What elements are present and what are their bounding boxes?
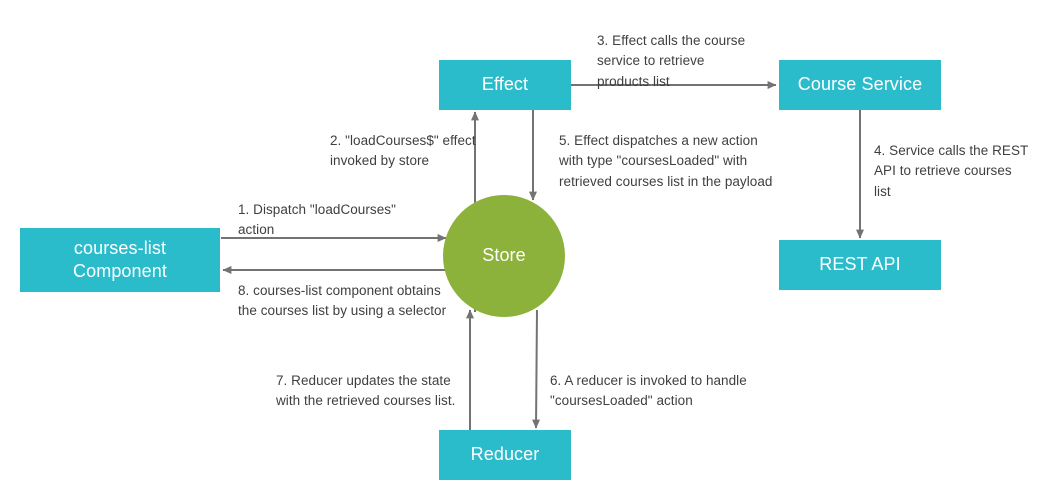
node-label: REST API: [819, 254, 901, 275]
edge-label-7-reducer-updates-state: 7. Reducer updates the state with the re…: [276, 373, 456, 409]
connector-reducer-invoked: [532, 309, 541, 429]
node-reducer[interactable]: Reducer: [439, 430, 571, 480]
node-courses-list-component[interactable]: courses-list Component: [20, 228, 220, 292]
node-label: Store: [482, 245, 526, 266]
node-course-service[interactable]: Course Service: [779, 60, 941, 110]
edge-label-3-effect-calls-service: 3. Effect calls the course service to re…: [597, 33, 746, 89]
node-label: courses-list Component: [73, 237, 167, 281]
edge-label-4-service-calls-rest: 4. Service calls the REST API to retriev…: [874, 143, 1029, 199]
edge-label-1-dispatch-loadcourses: 1. Dispatch "loadCourses" action: [238, 202, 396, 238]
edge-label-8-component-obtains-list: 8. courses-list component obtains the co…: [238, 283, 447, 319]
node-rest-api[interactable]: REST API: [779, 240, 941, 290]
node-label: Effect: [481, 74, 529, 95]
node-label: Reducer: [470, 444, 540, 465]
edge-label-5-effect-dispatches: 5. Effect dispatches a new action with t…: [559, 133, 773, 189]
node-label: Course Service: [797, 74, 923, 95]
node-effect[interactable]: Effect: [439, 60, 571, 110]
node-store[interactable]: Store: [443, 195, 565, 317]
edge-label-2-loadcourses-effect: 2. "loadCourses$" effect invoked by stor…: [330, 133, 476, 169]
edge-label-6-reducer-invoked: 6. A reducer is invoked to handle "cours…: [550, 373, 747, 409]
